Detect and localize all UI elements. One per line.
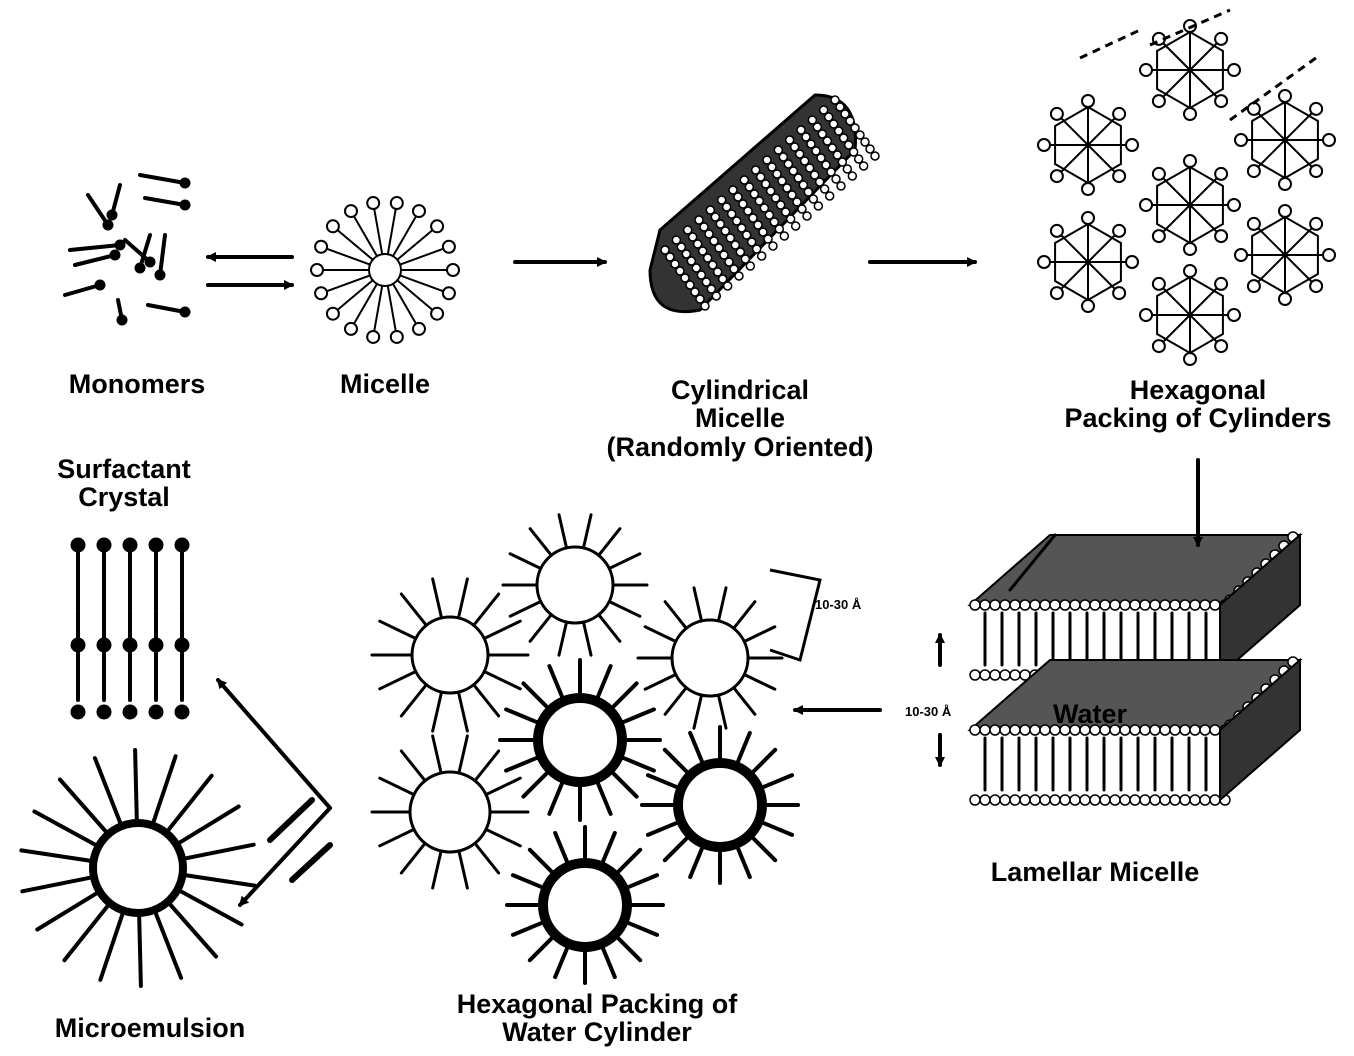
label-dimension-lamellar: 10-30 Å — [905, 705, 951, 719]
label-hexagonal-water-cylinder: Hexagonal Packing of Water Cylinder — [457, 990, 738, 1047]
label-hexagonal-cylinders: Hexagonal Packing of Cylinders — [1064, 376, 1331, 433]
hexagonal-cylinders-icon — [1038, 10, 1335, 365]
label-water: Water — [1053, 700, 1127, 728]
label-micelle: Micelle — [340, 370, 430, 398]
label-monomers: Monomers — [69, 370, 206, 398]
label-dimension-top: 10-30 Å — [815, 598, 861, 612]
lamellar-micelle-icon — [940, 532, 1300, 805]
label-surfactant-crystal: Surfactant Crystal — [57, 455, 191, 512]
micelle-icon — [311, 197, 459, 343]
surfactant-crystal-icon — [71, 538, 189, 719]
label-cylindrical-micelle: Cylindrical Micelle (Randomly Oriented) — [606, 376, 873, 461]
microemulsion-icon — [21, 750, 254, 986]
water-cylinders-icon — [372, 515, 820, 983]
label-lamellar-micelle: Lamellar Micelle — [991, 858, 1200, 886]
cylindrical-micelle-icon — [650, 95, 879, 312]
label-microemulsion: Microemulsion — [55, 1014, 246, 1042]
monomers-icon — [65, 175, 190, 325]
